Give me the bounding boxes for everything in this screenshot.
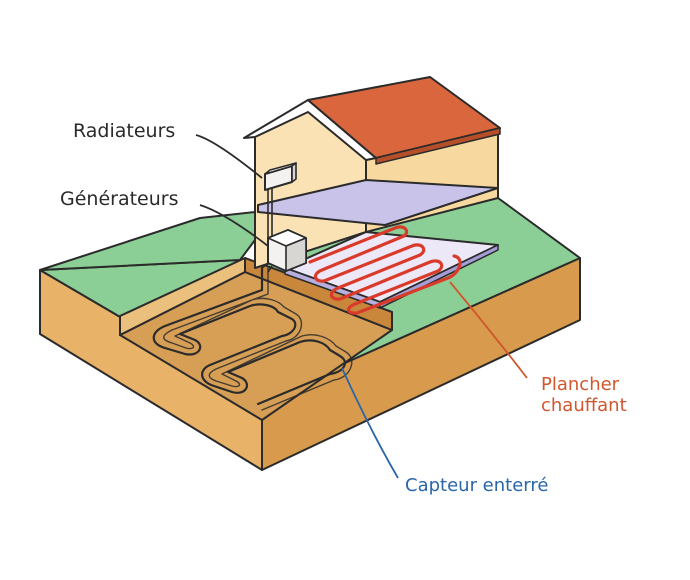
floor-heating-leader-line: [449, 281, 528, 379]
connection-pipes: [261, 188, 273, 273]
radiators-label: Radiateurs: [73, 120, 176, 142]
floor-heating-label-line1: Plancher: [541, 374, 620, 395]
radiator-unit: [264, 162, 297, 191]
generator-unit: [267, 229, 307, 272]
floor-heating-label-line2: chauffant: [541, 394, 627, 416]
ground-collector-label: Capteur enterré: [405, 475, 549, 496]
floor-heating-pipe: [308, 225, 462, 315]
roof-eave: [375, 127, 501, 165]
ground-collector-pipe-inner: [163, 267, 353, 411]
ground-collector-pipe: [152, 266, 347, 406]
generators-leader-line: [199, 204, 269, 247]
collector-leader-line: [341, 367, 399, 479]
floor-heating-label: Plancher chauffant: [541, 374, 627, 416]
upper-floor-slab: [257, 179, 499, 226]
generators-label: Générateurs: [60, 188, 179, 210]
radiators-leader-line: [195, 134, 263, 179]
grass-left-patch: [39, 211, 256, 271]
